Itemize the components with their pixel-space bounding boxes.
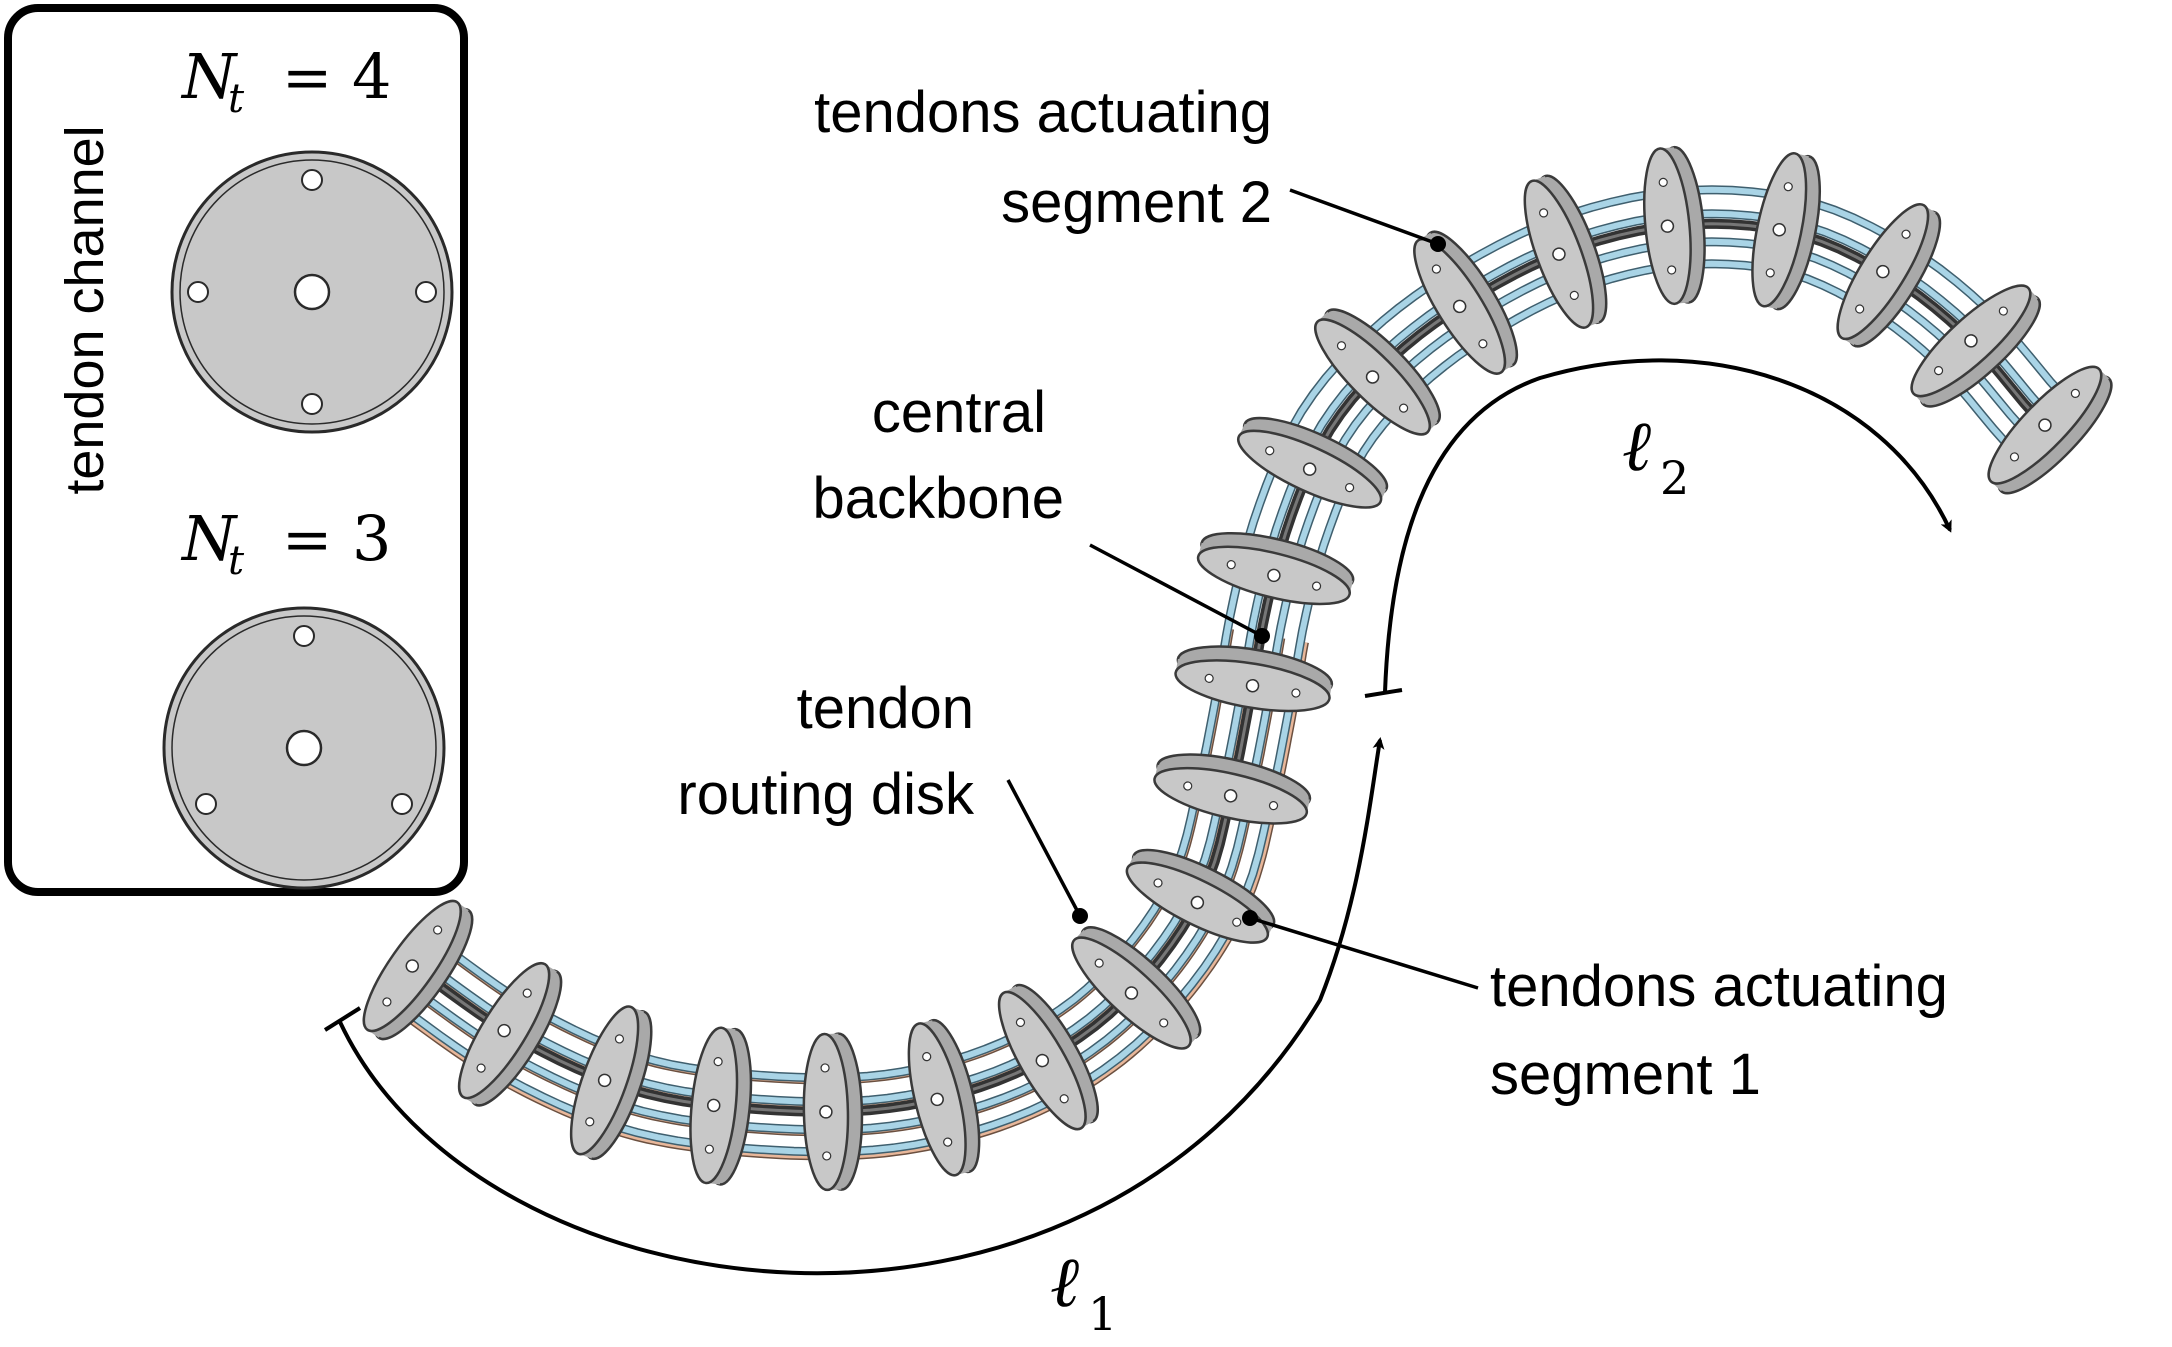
tendon-routing-disk — [362, 899, 474, 1041]
svg-text:N: N — [180, 40, 239, 113]
labels: tendons actuating segment 2 central back… — [677, 80, 1948, 1341]
continuum-robot — [362, 145, 2113, 1192]
label-backbone-line2: backbone — [812, 466, 1064, 531]
routing-disks — [362, 145, 2113, 1192]
svg-text:N: N — [180, 502, 239, 575]
tendon-routing-disk — [1987, 365, 2113, 495]
svg-text:3: 3 — [352, 502, 391, 575]
label-seg1-line1: tendons actuating — [1490, 954, 1948, 1019]
length-label-l1: ℓ 1 — [1050, 1241, 1117, 1341]
tendon-routing-disk — [457, 961, 563, 1107]
tendon-channel-hole — [415, 281, 437, 303]
formula-nt-3: N t = 3 — [180, 502, 391, 584]
label-disk-line2: routing disk — [677, 762, 975, 827]
tendon-routing-disk — [1125, 848, 1276, 944]
tendon-routing-disk — [1523, 174, 1608, 329]
tendon-routing-disk — [1413, 230, 1519, 375]
tendon-routing-disk — [1314, 308, 1441, 436]
svg-text:t: t — [228, 538, 245, 584]
disk-four-channels — [170, 150, 454, 434]
label-backbone-line1: central — [872, 380, 1046, 445]
tendon-routing-disk — [1071, 926, 1202, 1050]
tendon-routing-disk — [1174, 645, 1334, 713]
tendon-routing-disk — [1836, 203, 1942, 348]
tendon-routing-disk — [1153, 753, 1312, 825]
tendon-routing-disk — [1237, 416, 1389, 509]
svg-text:2: 2 — [1660, 451, 1689, 505]
center-hole — [285, 729, 323, 767]
svg-text:=: = — [282, 505, 332, 575]
tendon-channel-inset: tendon channel N t = 4 N t = 3 — [4, 4, 468, 896]
tendon-routing-disk — [1751, 152, 1822, 311]
label-seg2-line1: tendons actuating — [814, 80, 1272, 145]
tendon-routing-disk — [689, 1026, 753, 1186]
svg-text:=: = — [282, 43, 332, 113]
tendon-channel-hole — [301, 393, 323, 415]
leader-lines — [1006, 188, 1479, 990]
disk-three-channels — [162, 606, 446, 890]
formula-nt-4: N t = 4 — [180, 40, 391, 122]
tendon-routing-disk — [997, 983, 1099, 1131]
tendon-routing-disk — [569, 1005, 653, 1161]
length-arc-l1 — [323, 737, 1385, 1276]
tendon-channel-hole — [195, 793, 217, 815]
length-label-l2: ℓ 2 — [1622, 405, 1689, 505]
tendon-channel-hole — [301, 169, 323, 191]
tendon-routing-disk — [907, 1018, 981, 1177]
label-seg2-line2: segment 2 — [1001, 170, 1272, 235]
svg-text:1: 1 — [1088, 1287, 1117, 1341]
tendon-routing-disk — [802, 1032, 864, 1192]
tendon-channel-hole — [187, 281, 209, 303]
tendon-routing-disk — [1643, 145, 1706, 306]
length-arc-l2 — [1364, 358, 1952, 698]
label-seg1-line2: segment 1 — [1490, 1042, 1761, 1107]
tendon-channel-label: tendon channel — [55, 125, 115, 494]
tendon-routing-disk — [1910, 284, 2042, 408]
label-disk-line1: tendon — [797, 676, 974, 741]
svg-text:4: 4 — [352, 40, 391, 113]
svg-text:ℓ: ℓ — [1622, 405, 1651, 487]
svg-text:ℓ: ℓ — [1050, 1241, 1079, 1323]
svg-text:t: t — [228, 76, 245, 122]
center-hole — [293, 273, 331, 311]
tendon-routing-disk — [1196, 531, 1355, 606]
tendon-channel-hole — [293, 625, 315, 647]
tendon-channel-hole — [391, 793, 413, 815]
